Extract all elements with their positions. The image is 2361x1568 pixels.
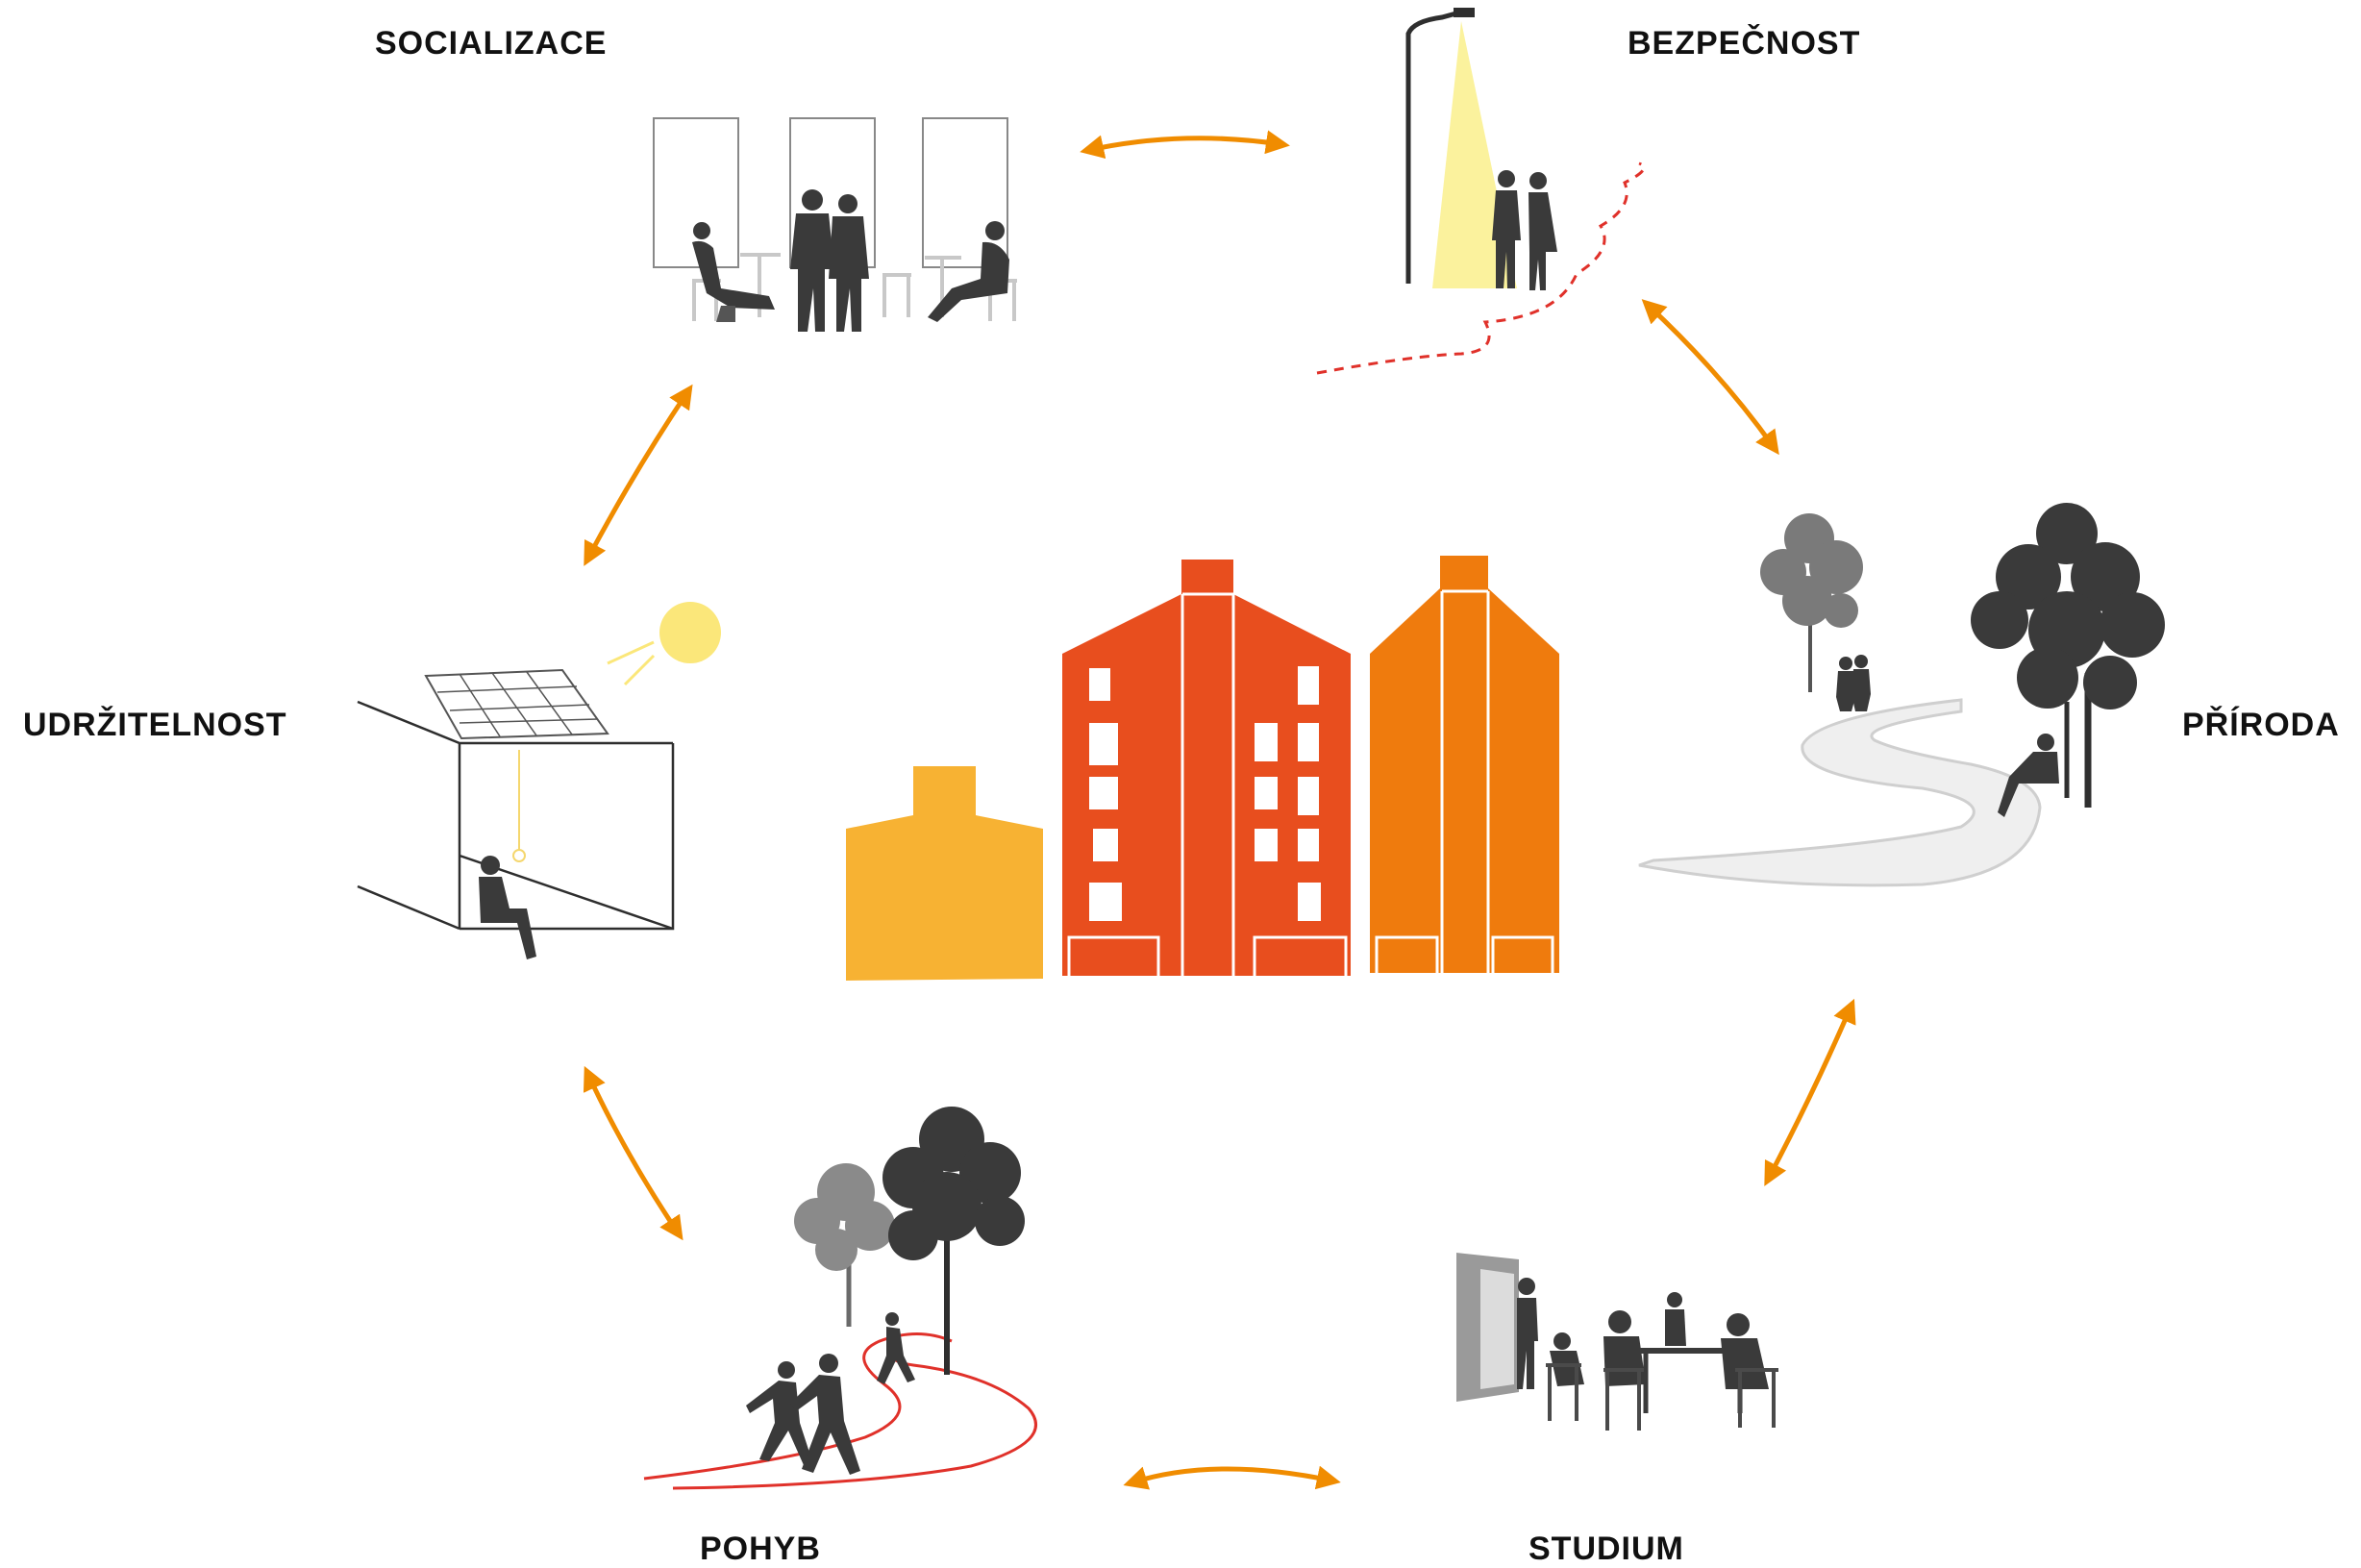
label-priroda: PŘÍRODA xyxy=(2182,707,2340,743)
arrow-priroda-studium xyxy=(1764,998,1856,1186)
sun-icon xyxy=(659,602,721,663)
solar-panel xyxy=(424,668,609,740)
arrow-bezpecnost-priroda xyxy=(1641,299,1779,456)
building-right xyxy=(1370,556,1559,973)
arrow-studium-pohyb xyxy=(1123,1465,1341,1490)
street-lamp-icon xyxy=(1316,8,1646,375)
running-track-icon xyxy=(643,1107,1037,1490)
cafe-people-icon xyxy=(653,117,1017,332)
arrow-pohyb-udrzitelnost xyxy=(583,1065,683,1241)
solar-panel-sun-icon xyxy=(357,602,721,959)
building-middle xyxy=(1062,560,1351,976)
label-socializace: SOCIALIZACE xyxy=(375,25,608,62)
label-pohyb: POHYB xyxy=(700,1531,821,1567)
label-udrzitelnost: UDRŽITELNOST xyxy=(23,707,287,743)
label-studium: STUDIUM xyxy=(1528,1531,1684,1567)
park-path-trees-icon xyxy=(1638,503,2165,887)
building-left xyxy=(846,766,1043,981)
arrow-udrzitelnost-socializace xyxy=(584,384,693,566)
buildings-illustration xyxy=(846,556,1559,981)
double-arrow-icon xyxy=(583,130,1856,1490)
arrow-socializace-bezpecnost xyxy=(1080,130,1290,160)
label-bezpecnost: BEZPEČNOST xyxy=(1628,25,1861,62)
study-table-icon xyxy=(1456,1253,1778,1431)
